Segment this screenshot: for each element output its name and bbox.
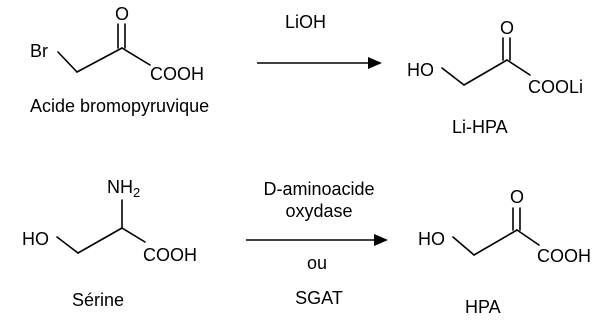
atom-o-keto: O <box>510 187 524 207</box>
li-hpa-name: Li-HPA <box>452 117 508 137</box>
bond-ca-cooh <box>121 227 146 243</box>
hpa-structure: HO O COOH <box>418 187 591 266</box>
bond-c-cooh <box>121 47 151 66</box>
reagent-ou: ou <box>307 253 327 273</box>
reaction-arrow-1 <box>257 57 382 69</box>
bond-o-ch2 <box>56 236 79 254</box>
bond-c-cooh <box>516 229 540 246</box>
reagent-d-aminoacide: D-aminoacide <box>263 179 374 199</box>
bond-ch2-c <box>463 59 508 86</box>
bond-o-ch2 <box>452 236 475 256</box>
bond-o-ch2 <box>441 67 465 86</box>
serine-structure: NH2 HO COOH <box>22 177 197 265</box>
atom-br: Br <box>30 41 48 61</box>
bond-ch2-ca <box>77 227 123 254</box>
bond-br-c <box>57 51 78 73</box>
serine-name: Sérine <box>72 290 124 310</box>
reagent-sgat: SGAT <box>295 288 343 308</box>
atom-o-keto: O <box>115 4 129 24</box>
bromopyruvic-acid-name: Acide bromopyruvique <box>30 96 209 116</box>
group-nh2: NH2 <box>107 177 140 200</box>
group-cooh: COOH <box>537 246 591 266</box>
group-ho: HO <box>22 229 49 249</box>
reagent-oxydase: oxydase <box>285 201 352 221</box>
bond-ch2-c <box>76 47 123 73</box>
group-cooli: COOLi <box>528 77 583 97</box>
li-hpa-structure: HO O COOLi <box>407 18 583 97</box>
bond-ch2-c <box>473 229 518 256</box>
hpa-name: HPA <box>465 297 501 317</box>
bond-c-cooli <box>506 59 531 76</box>
group-cooh: COOH <box>143 245 197 265</box>
group-cooh: COOH <box>150 64 204 84</box>
bromopyruvic-acid-structure: Br O COOH <box>30 4 204 84</box>
atom-o-keto: O <box>500 18 514 38</box>
group-ho: HO <box>407 60 434 80</box>
reagent-lioh: LiOH <box>285 12 326 32</box>
reaction-arrow-2 <box>246 234 388 246</box>
group-ho: HO <box>418 229 445 249</box>
